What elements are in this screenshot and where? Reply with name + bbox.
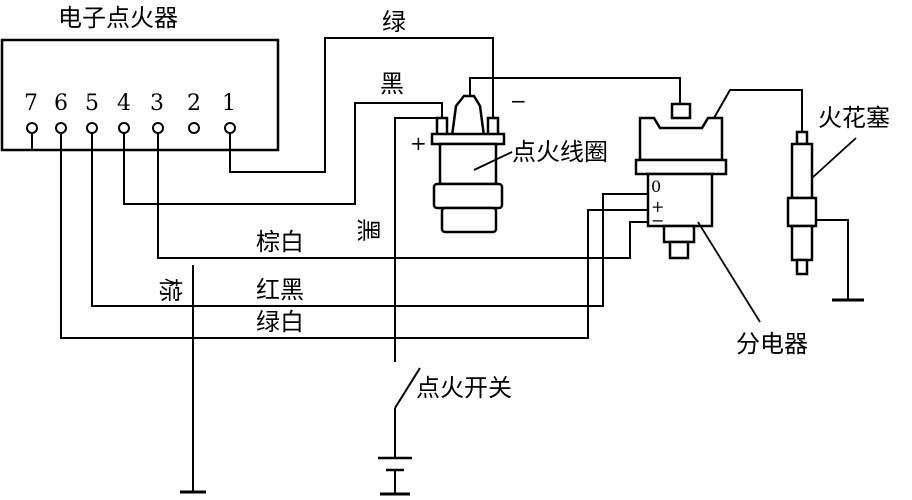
distributor-tip [668, 240, 690, 260]
igniter-title: 电子点火器 [58, 4, 178, 32]
coil-minus-sign: − [510, 89, 527, 113]
wire-label-brown-white: 棕白 [256, 228, 304, 256]
pin-label-4: 4 [117, 91, 131, 116]
spark-plug: 火花塞 [786, 104, 890, 302]
wire-label-black-vertical: 黑 [354, 218, 382, 242]
distributor-plus: + [651, 197, 664, 216]
coil-label: 点火线圈 [512, 138, 608, 166]
spark-plug-label: 火花塞 [818, 104, 890, 132]
ignition-coil: + − 点火线圈 [410, 89, 608, 234]
ignition-switch: 点火开关 [378, 367, 512, 496]
distributor-minus: − [651, 211, 664, 230]
distributor: 0 + − 分电器 [634, 102, 808, 358]
coil-cap [450, 94, 486, 138]
switch-blade [394, 367, 421, 409]
wire-label-green: 绿 [382, 8, 406, 36]
wire-label-brown-vertical: 棕 [156, 278, 184, 302]
distributor-leader-line [697, 221, 761, 323]
distributor-zero: 0 [651, 177, 661, 196]
plug-hex [786, 196, 818, 228]
plug-leader-line [811, 137, 857, 179]
pin-label-1: 1 [222, 91, 236, 116]
pin-terminal-4 [118, 122, 130, 134]
wire-coil-to-distributor [469, 77, 681, 104]
distributor-cap [638, 116, 724, 162]
pin-label-5: 5 [85, 91, 99, 116]
wire-brown-white [157, 133, 650, 259]
pin-terminal-2 [188, 122, 200, 134]
pin-terminal-6 [55, 122, 67, 134]
coil-plus-sign: + [410, 131, 427, 155]
pin-terminal-7 [26, 122, 38, 134]
coil-base [440, 206, 498, 234]
distributor-collar [634, 158, 728, 176]
pin-terminal-1 [224, 122, 236, 134]
plug-tip [795, 258, 809, 276]
plug-thread [790, 224, 814, 262]
wiring: 绿 黑 棕白 红黑 绿白 棕 黑 [31, 8, 803, 494]
electronic-igniter: 电子点火器 7 6 5 4 3 2 1 [0, 4, 280, 152]
igniter-box [0, 38, 280, 152]
pin-label-7: 7 [24, 91, 38, 116]
coil-top-plate [430, 132, 506, 146]
wire-plug-ground [816, 219, 849, 300]
ignition-switch-label: 点火开关 [416, 374, 512, 402]
pin-label-3: 3 [150, 91, 164, 116]
coil-body [432, 182, 504, 210]
distributor-label: 分电器 [736, 330, 808, 358]
wire-green [229, 37, 494, 173]
pin-label-2: 2 [187, 91, 201, 116]
wire-label-black-top: 黑 [380, 70, 404, 98]
distributor-top-post [670, 102, 692, 120]
wire-green-white [60, 133, 650, 339]
pin-label-6: 6 [54, 91, 68, 116]
plug-top-terminal [795, 130, 809, 146]
wire-red-black [91, 133, 650, 307]
coil-leader-line [473, 151, 513, 171]
pin-terminal-3 [152, 122, 164, 134]
plug-insulator [790, 142, 814, 200]
wire-black-top [123, 102, 443, 205]
wire-distributor-to-plug [713, 89, 803, 132]
distributor-shaft [662, 224, 696, 244]
pin-terminal-5 [86, 122, 98, 134]
wire-label-green-white: 绿白 [256, 308, 304, 336]
wire-label-red-black: 红黑 [256, 276, 304, 304]
